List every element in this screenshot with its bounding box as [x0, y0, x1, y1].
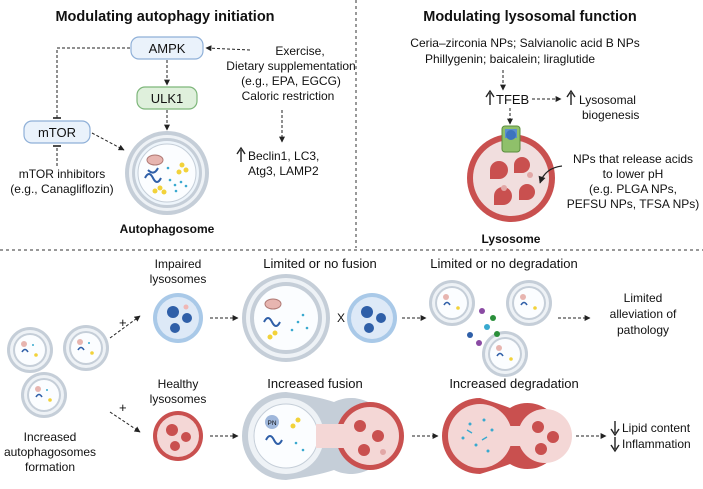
ampk-node: AMPK: [130, 36, 204, 60]
mtor-node: mTOR: [23, 120, 91, 144]
plus-upper: +: [119, 315, 127, 330]
nps-line2: to lower pH: [603, 167, 664, 181]
nps-line3: (e.g. PLGA NPs,: [589, 182, 677, 196]
intervention-line1: Exercise,: [275, 44, 324, 58]
up-arrow-icon: [566, 89, 576, 105]
pn-label: PN: [267, 420, 276, 427]
svg-text:AMPK: AMPK: [149, 41, 186, 56]
healthy-line1: Healthy: [158, 377, 199, 391]
lysosome-label: Lysosome: [482, 232, 541, 246]
healthy-line2: lysosomes: [150, 392, 207, 406]
nps-line4: PEFSU NPs, TFSA NPs): [567, 197, 699, 211]
x-mark: X: [337, 311, 345, 325]
markers-line2: Atg3, LAMP2: [248, 164, 319, 178]
arrow-mtor-to-autophagosome: [91, 132, 125, 151]
limited-fusion-autophagosome: [242, 274, 330, 362]
autophagosome: [125, 131, 209, 215]
increased-formation-line1: Increased: [24, 430, 77, 444]
intervention-line2: Dietary supplementation: [226, 59, 355, 73]
outcome-inflammation: Inflammation: [622, 437, 691, 451]
biogenesis-line1: Lysosomal: [579, 93, 636, 107]
increased-fusion-label: Increased fusion: [267, 376, 362, 391]
increased-fusion-body: PN: [242, 392, 404, 480]
limited-fusion-label: Limited or no fusion: [263, 256, 376, 271]
autophagosome-cluster: [7, 325, 109, 418]
plus-lower: +: [119, 400, 127, 415]
inhibit-ampk-to-mtor: [53, 47, 130, 119]
title-lysosomal-function: Modulating lysosomal function: [423, 9, 636, 25]
mtor-inhibitors-line1: mTOR inhibitors: [19, 167, 105, 181]
alleviation-line2: alleviation of: [610, 307, 677, 321]
mtor-inhibitors-line2: (e.g., Canagliflozin): [10, 182, 113, 196]
tfeb-label: TFEB: [496, 92, 529, 107]
intervention-line4: Caloric restriction: [242, 89, 335, 103]
increased-degradation-label: Increased degradation: [449, 376, 578, 391]
svg-text:mTOR: mTOR: [38, 125, 76, 140]
alleviation-line3: pathology: [617, 323, 669, 337]
biogenesis-line2: biogenesis: [582, 108, 639, 122]
markers-line1: Beclin1, LC3,: [248, 149, 319, 163]
arrow-nps-to-lysosome: [538, 165, 563, 184]
title-autophagy-initiation: Modulating autophagy initiation: [55, 9, 274, 25]
down-arrow-icon: [610, 437, 620, 453]
alleviation-line1: Limited: [624, 291, 663, 305]
limited-fusion-lysosome: [347, 293, 397, 343]
limited-degradation-group: [429, 280, 552, 377]
up-arrow-icon: [485, 89, 495, 105]
svg-text:ULK1: ULK1: [151, 91, 184, 106]
nps-line1: NPs that release acids: [573, 152, 693, 166]
intervention-line3: (e.g., EPA, EGCG): [241, 74, 341, 88]
down-arrow-icon: [610, 421, 620, 437]
compounds-line1: Ceria–zirconia NPs; Salvianolic acid B N…: [410, 36, 639, 50]
autophagosome-label: Autophagosome: [120, 222, 215, 236]
increased-formation-line3: formation: [25, 460, 75, 474]
compounds-line2: Phillygenin; baicalein; liraglutide: [425, 52, 595, 66]
impaired-lysosome: [153, 293, 203, 343]
impaired-line1: Impaired: [155, 257, 202, 271]
ulk1-node: ULK1: [136, 86, 198, 110]
up-arrow-icon: [236, 146, 246, 162]
increased-degradation-body: [442, 398, 572, 474]
arrow-to-healthy: [109, 411, 141, 433]
outcome-lipid: Lipid content: [622, 421, 691, 435]
arrow-to-impaired: [109, 315, 141, 339]
arrow-interventions-to-ampk: [205, 45, 251, 52]
healthy-lysosome: [153, 411, 203, 461]
limited-degradation-label: Limited or no degradation: [430, 256, 577, 271]
impaired-line2: lysosomes: [150, 272, 207, 286]
increased-formation-line2: autophagosomes: [4, 445, 96, 459]
lysosome: [467, 125, 555, 222]
